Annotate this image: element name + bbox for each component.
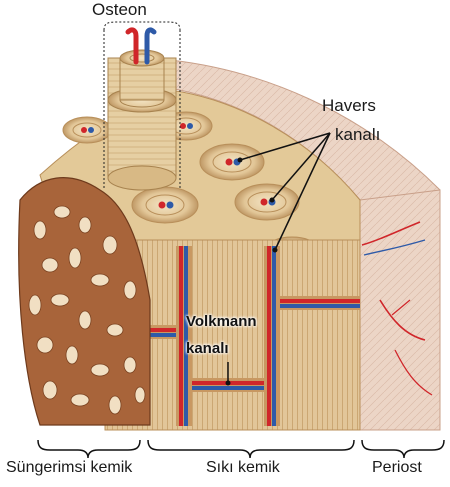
volkmann-canal-label-line2: kanalı [186, 340, 229, 357]
havers-canal-label-line1: Havers [322, 96, 376, 116]
osteon-ring-3 [200, 144, 264, 180]
havers-channel-left [176, 246, 192, 426]
volkmann-channel-upper [280, 296, 360, 310]
bottom-brackets [38, 440, 444, 458]
osteon-ring-5 [235, 184, 299, 220]
compact-bone-bracket [148, 440, 354, 458]
osteon-cylinder [108, 30, 176, 190]
spongy-bone-bracket [38, 440, 140, 458]
havers-channel-right [264, 246, 280, 426]
spongy-bone-label: Süngerimsi kemik [6, 459, 132, 477]
periosteum-bracket [362, 440, 444, 458]
compact-bone-label: Sıkı kemik [206, 459, 280, 477]
volkmann-canal-label-line1: Volkmann [186, 313, 257, 330]
osteon-label: Osteon [92, 0, 147, 20]
periosteum-label: Periost [372, 459, 422, 477]
osteon-ring-4 [132, 187, 198, 223]
havers-canal-label-line2: kanalı [335, 125, 380, 145]
